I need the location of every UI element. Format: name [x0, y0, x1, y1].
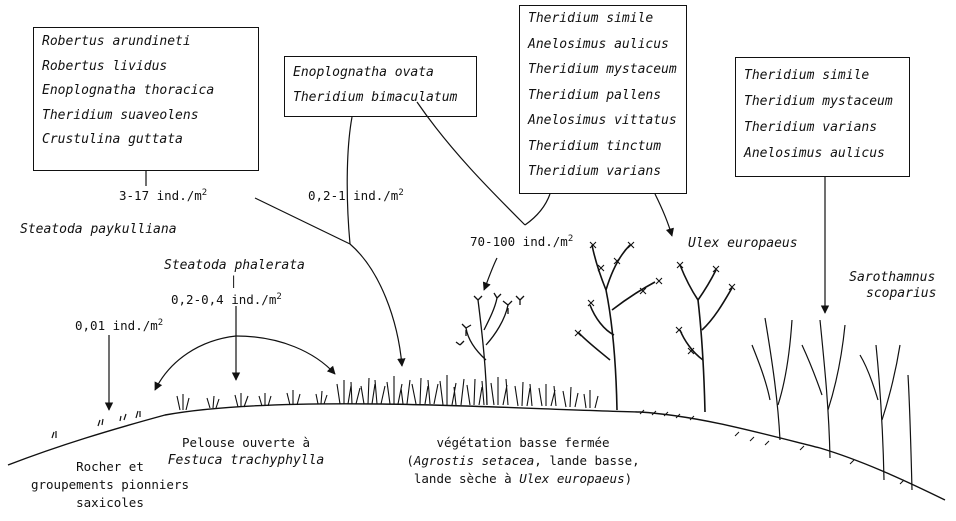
heath-connector	[417, 102, 525, 225]
rocky-connector	[255, 198, 350, 244]
ground-stipple	[640, 410, 904, 484]
arrow-to-closed-vegetation	[350, 244, 402, 366]
grass-connector	[347, 117, 352, 244]
arrow-curved-left	[155, 336, 236, 390]
lawn-grass-tufts	[177, 390, 327, 410]
arrow-to-heath-shrub	[484, 258, 497, 290]
ulex-shrub-large	[578, 245, 655, 410]
arrow-curved-right	[236, 336, 335, 374]
heath-connector	[525, 194, 550, 225]
pioneer-tufts	[52, 411, 140, 438]
sarothamnus-shrubs	[752, 318, 912, 490]
closed-vegetation	[337, 375, 598, 408]
ulex-shrub-small	[456, 293, 524, 405]
ground-profile	[8, 404, 945, 500]
ulex-shrub-medium	[680, 265, 732, 412]
arrow-to-ulex	[655, 194, 672, 236]
ulex-star-marks	[575, 242, 662, 336]
